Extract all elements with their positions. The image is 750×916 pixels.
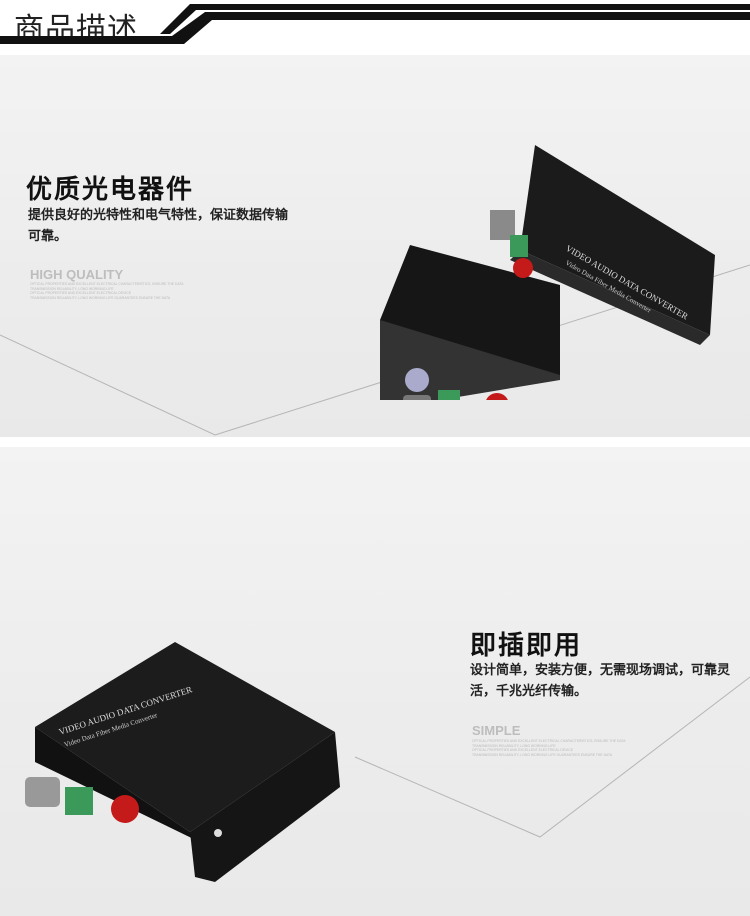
decor-lines	[0, 264, 750, 436]
header-stripes	[0, 4, 750, 44]
feature-english-title: SIMPLE	[472, 723, 521, 738]
feature-english-text: OPTICAL PROPERTIES AND EXCELLENT ELECTRI…	[30, 282, 184, 300]
feature-english-title: HIGH QUALITY	[30, 267, 124, 282]
feature-panel-simple: 即插即用 设计简单，安装方便，无需现场调试，可靠灵活，千兆光纤传输。 SIMPL…	[0, 447, 750, 916]
product-image-converter: VIDEO AUDIO DATA CONVERTER Video Data Fi…	[25, 642, 340, 882]
product-image-converters: VIDEO AUDIO DATA CONVERTER Video Data Fi…	[380, 145, 715, 400]
section-header: 商品描述	[0, 0, 750, 50]
feature-description: 提供良好的光特性和电气特性，保证数据传输可靠。	[28, 208, 289, 244]
feature-panel-quality: 优质光电器件 提供良好的光特性和电气特性，保证数据传输可靠。 HIGH QUAL…	[0, 55, 750, 437]
feature-title: 优质光电器件	[26, 175, 195, 205]
feature-description: 设计简单，安装方便，无需现场调试，可靠灵活，千兆光纤传输。	[470, 663, 731, 699]
feature-title: 即插即用	[470, 631, 583, 661]
feature-english-text: OPTICAL PROPERTIES AND EXCELLENT ELECTRI…	[472, 739, 626, 757]
decor-lines	[354, 676, 750, 838]
